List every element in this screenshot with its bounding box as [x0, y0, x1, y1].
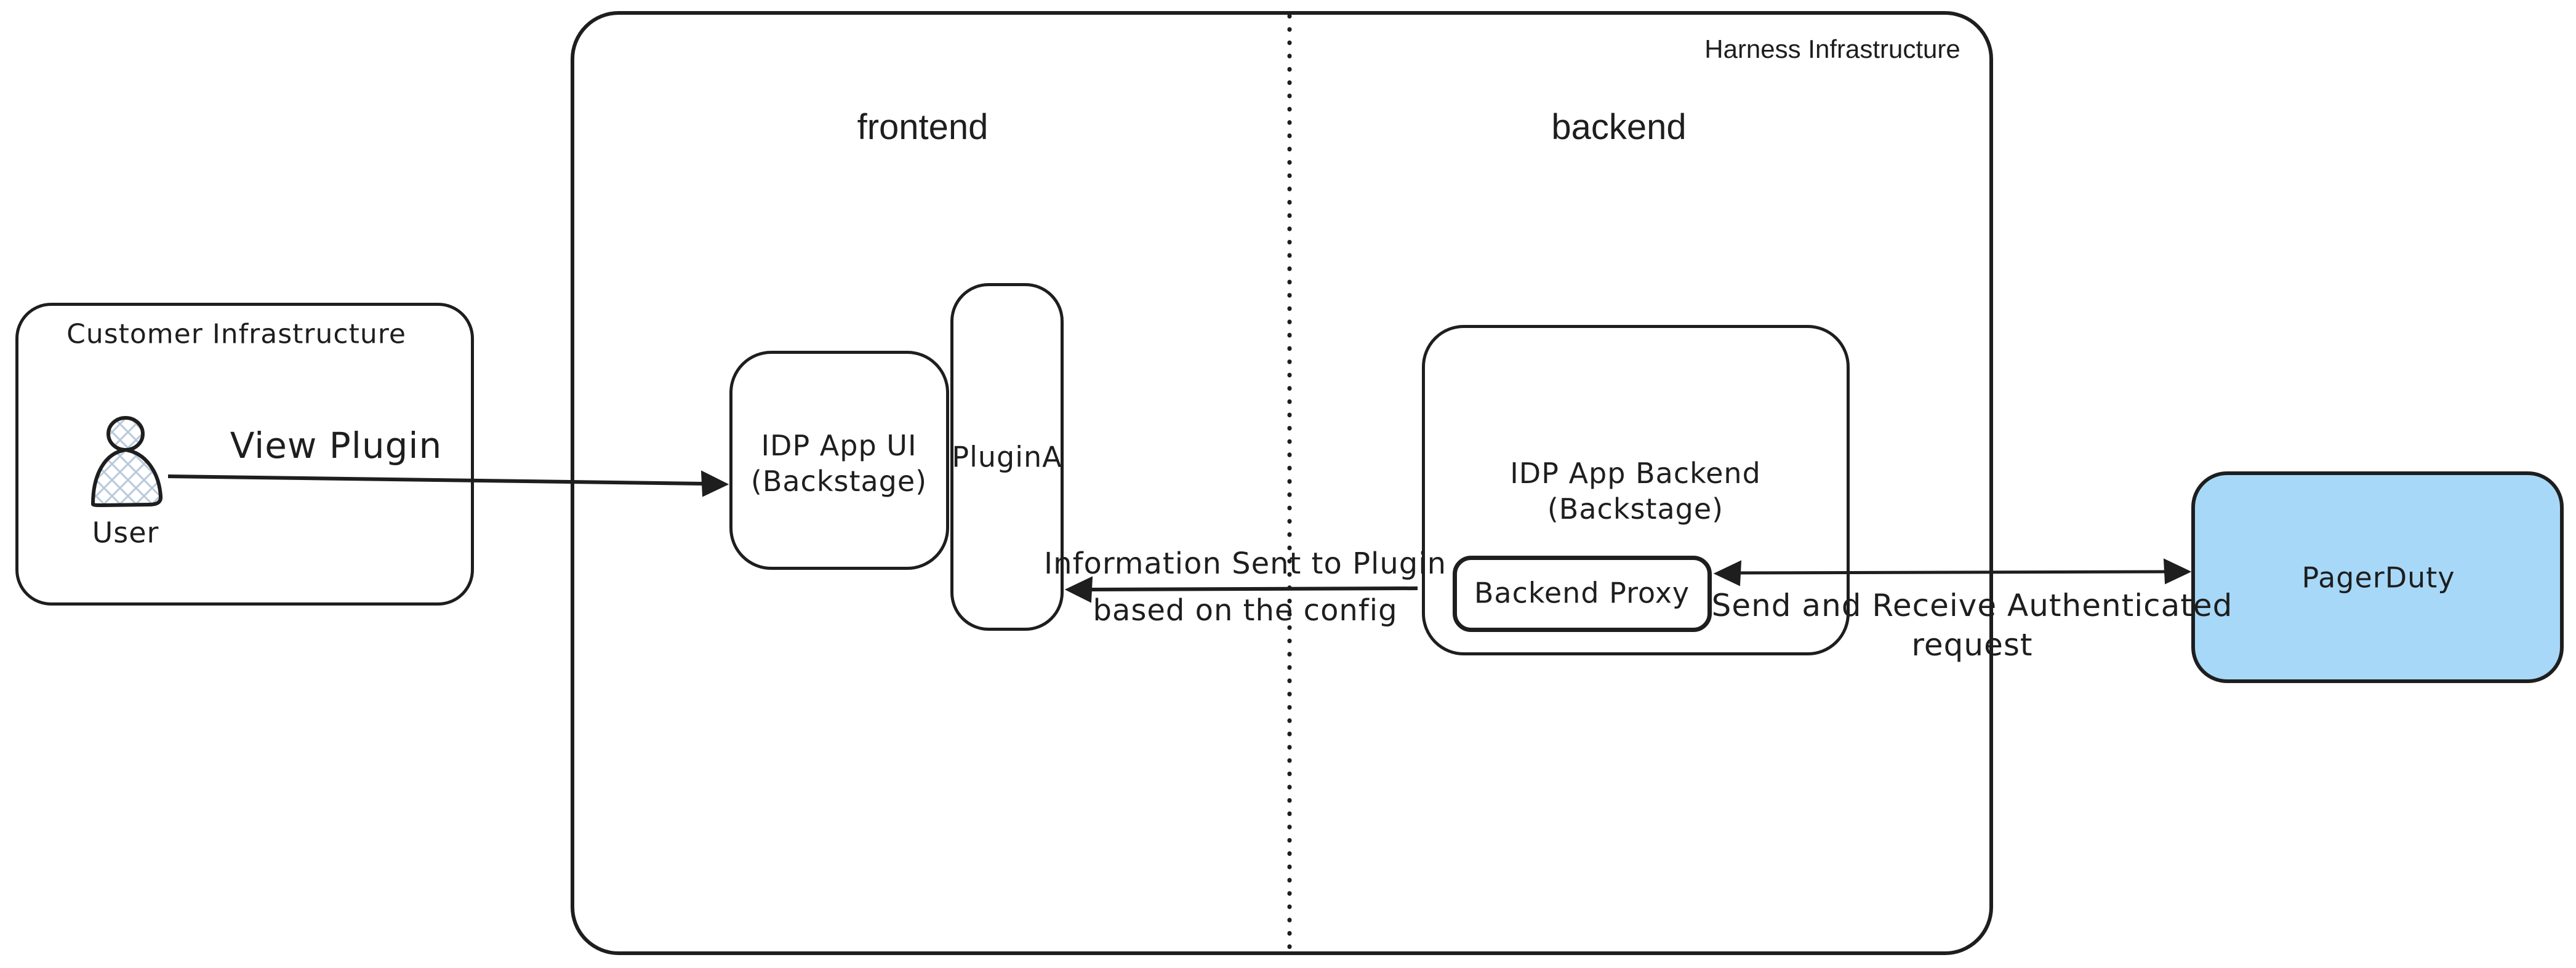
send-receive-arrow-label: Send and Receive Authenticated request	[1711, 588, 2233, 663]
pagerduty-label: PagerDuty	[2301, 561, 2455, 594]
info-arrow-label: Information Sent to Plugin based on the …	[1044, 546, 1446, 628]
frontend-section-label: frontend	[857, 107, 989, 148]
idp-app-ui-node	[729, 351, 949, 570]
harness-infrastructure-label: Harness Infrastructure	[1704, 34, 1960, 63]
view-plugin-arrow-label: View Plugin	[230, 425, 443, 467]
plugin-a-node	[950, 283, 1064, 631]
user-label: User	[92, 516, 159, 550]
backend-section-label: backend	[1551, 107, 1687, 148]
customer-infrastructure-box	[15, 303, 474, 606]
customer-infrastructure-label: Customer Infrastructure	[66, 318, 406, 350]
plugin-a-label: PluginA	[952, 440, 1062, 474]
backend-proxy-label: Backend Proxy	[1474, 576, 1690, 610]
backend-proxy-node	[1453, 556, 1712, 632]
pagerduty-node	[2191, 471, 2564, 683]
idp-app-backend-label: IDP App Backend (Backstage)	[1510, 457, 1761, 526]
idp-app-ui-label: IDP App UI (Backstage)	[750, 429, 928, 498]
idp-app-backend-node	[1422, 325, 1850, 655]
